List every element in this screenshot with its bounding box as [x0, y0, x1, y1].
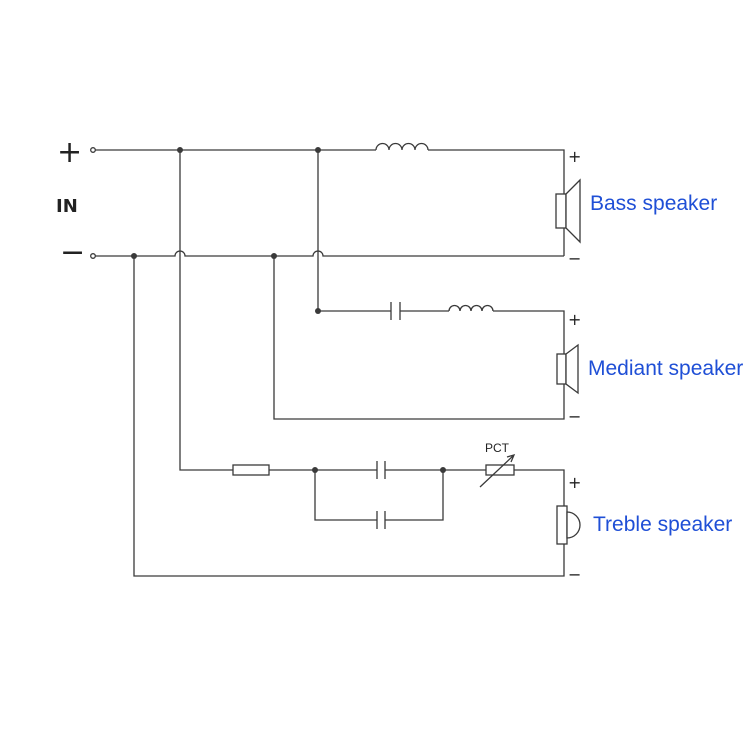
treble-capacitor-1: [376, 461, 386, 479]
bass-speaker-icon: [555, 193, 567, 229]
input-minus-symbol: −: [60, 235, 85, 270]
mid-plus-wire: [493, 310, 565, 354]
mediant-speaker-cone: [565, 343, 579, 395]
treble-return-wire: [133, 256, 565, 577]
mediant-speaker-icon: [556, 353, 567, 385]
pct-label: PCT: [485, 441, 510, 455]
mid-capacitor: [390, 302, 401, 320]
mediant-speaker-label: Mediant speaker: [588, 357, 743, 380]
input-label: IN: [56, 196, 78, 217]
mid-return-wire: [273, 256, 565, 420]
treble-speaker-icon: [556, 505, 568, 545]
treble-speaker-label: Treble speaker: [593, 513, 732, 536]
treble-speaker-dome: [566, 511, 581, 539]
bass-speaker-cone: [565, 178, 581, 244]
pct-thermistor: [485, 464, 515, 476]
bass-minus-symbol: −: [568, 249, 581, 268]
mid-inductor: [448, 304, 494, 312]
negative-rail: [95, 250, 564, 257]
treble-resistor: [232, 464, 270, 476]
junction-dot: [315, 308, 321, 314]
treble-plus-wire: [514, 469, 565, 506]
bass-inductor: [375, 142, 429, 151]
mediant-minus-symbol: −: [568, 407, 581, 426]
treble-plus-symbol: +: [568, 473, 581, 492]
treble-feed-wire: [179, 150, 233, 471]
parallel-cap-wire: [385, 470, 444, 521]
mid-feed-wire: [317, 150, 391, 312]
treble-capacitor-2: [376, 511, 386, 529]
input-plus-symbol: +: [57, 135, 82, 170]
input-minus-terminal: [90, 253, 96, 259]
bass-speaker-label: Bass speaker: [590, 192, 717, 215]
treble-minus-symbol: −: [568, 565, 581, 584]
pct-variable-arrow: [479, 453, 516, 488]
mediant-plus-symbol: +: [568, 310, 581, 329]
bass-plus-symbol: +: [568, 147, 581, 166]
parallel-cap-wire: [314, 470, 377, 521]
input-plus-terminal: [90, 147, 96, 153]
bass-plus-wire: [428, 149, 565, 194]
